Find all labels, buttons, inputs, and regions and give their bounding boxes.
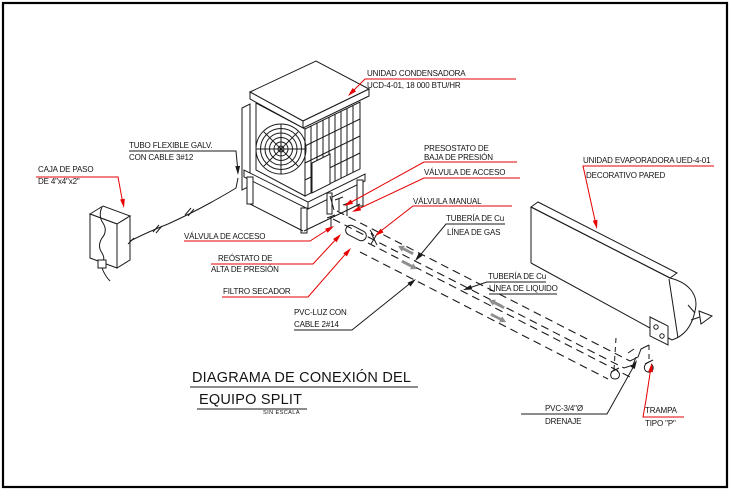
label-unidad-condensadora: UNIDAD CONDENSADORA xyxy=(367,69,466,78)
label-unidad-condensadora-2: UCD-4-01, 18 000 BTU/HR xyxy=(367,81,461,90)
label-tubo-flexible: TUBO FLEXIBLE GALV. xyxy=(129,141,212,150)
label-reostato-2: ALTA DE PRESIÓN xyxy=(211,265,279,274)
label-reostato: REÓSTATO DE xyxy=(218,254,272,263)
fan-grille-icon xyxy=(255,123,307,175)
annotation-labels: CAJA DE PASO DE 4"x4"x2" TUBO FLEXIBLE G… xyxy=(38,69,711,428)
black-leader-lines xyxy=(129,150,637,415)
label-pvc-luz: PVC-LUZ CON xyxy=(294,308,347,317)
airflow-arrow-icon xyxy=(687,304,714,325)
condenser-base-frame xyxy=(243,169,366,234)
evaporator-unit-drawing xyxy=(530,201,714,346)
condenser-unit-drawing xyxy=(241,60,371,234)
filter-dryer-symbol xyxy=(345,224,367,242)
p-trap-symbol xyxy=(643,361,654,373)
title-block: DIAGRAMA DE CONEXIÓN DEL EQUIPO SPLIT SI… xyxy=(190,369,418,416)
label-valvula-acceso-izquierda: VÁLVULA DE ACCESO xyxy=(184,232,265,241)
label-filtro-secador: FILTRO SECADOR xyxy=(223,287,291,296)
label-tuberia-liquido-2: LÍNEA DE LIQUIDO xyxy=(489,284,558,293)
label-presostato: PRESOSTATO DE xyxy=(424,144,489,153)
label-tuberia-liquido: TUBERÍA DE Cu xyxy=(488,272,546,281)
flexible-conduit-line xyxy=(129,177,239,242)
diagram-scale-note: SIN ESCALA xyxy=(263,410,300,416)
label-unidad-evaporadora-2: DECORATIVO PARED xyxy=(586,171,665,180)
manual-valve-symbol xyxy=(369,229,378,246)
label-tubo-flexible-2: CON CABLE 3#12 xyxy=(129,153,194,162)
label-tuberia-gas: TUBERÍA DE Cu xyxy=(446,214,504,223)
label-pvc-drenaje-2: DRENAJE xyxy=(545,417,581,426)
label-caja-de-paso-2: DE 4"x4"x2" xyxy=(38,177,80,186)
label-trampa-2: TIPO "P" xyxy=(645,419,676,428)
title-underline xyxy=(190,386,418,410)
flow-direction-arrows xyxy=(398,245,506,323)
label-tuberia-gas-2: LÍNEA DE GAS xyxy=(447,228,500,237)
diagram-title-line-2: EQUIPO SPLIT xyxy=(199,392,302,408)
label-presostato-2: BAJA DE PRESIÓN xyxy=(424,153,493,162)
label-pvc-luz-2: CABLE 2#14 xyxy=(294,320,339,329)
diagram-title-line-1: DIAGRAMA DE CONEXIÓN DEL xyxy=(192,369,411,386)
label-valvula-manual: VÁLVULA MANUAL xyxy=(413,197,482,206)
label-pvc-drenaje: PVC-3/4"Ø xyxy=(545,404,583,413)
refrigerant-pipe-lines xyxy=(332,210,635,380)
label-valvula-acceso-derecha: VÁLVULA DE ACCESO xyxy=(424,168,505,177)
label-caja-de-paso: CAJA DE PASO xyxy=(38,165,93,174)
junction-box-drawing xyxy=(88,205,135,282)
label-trampa: TRAMPA xyxy=(645,406,678,415)
red-leader-lines xyxy=(36,78,714,418)
label-unidad-evaporadora: UNIDAD EVAPORADORA UED-4-01 xyxy=(583,156,711,165)
